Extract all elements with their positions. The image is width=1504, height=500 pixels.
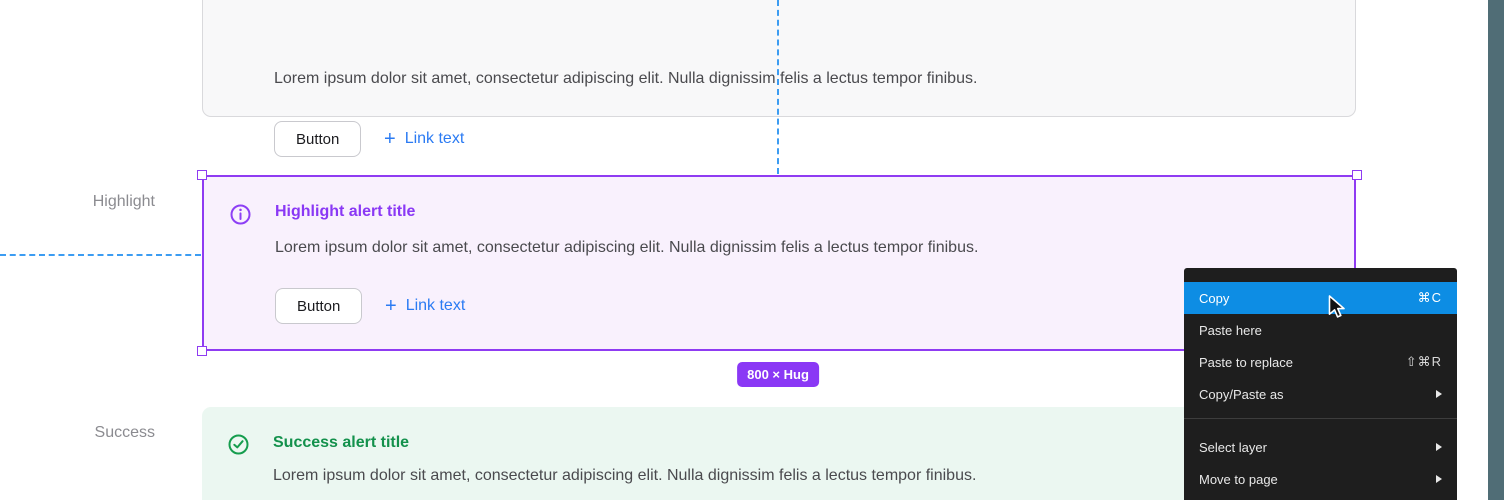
menu-item-copy[interactable]: Copy ⌘C (1184, 282, 1457, 314)
alert-body-text: Lorem ipsum dolor sit amet, consectetur … (275, 239, 979, 256)
menu-item-select-layer[interactable]: Select layer (1184, 431, 1457, 463)
plus-icon: + (384, 128, 396, 150)
link-label: Link text (404, 130, 465, 147)
check-circle-icon (228, 434, 249, 455)
shortcut-label: ⇧⌘R (1405, 354, 1442, 369)
shortcut-label: ⌘C (1417, 290, 1442, 305)
selection-handle-top-left[interactable] (197, 170, 207, 180)
alert-button[interactable]: Button (274, 121, 362, 157)
variant-label-highlight: Highlight (92, 193, 155, 210)
alert-link[interactable]: + Link text (385, 288, 465, 324)
menu-separator (1184, 418, 1457, 419)
alert-card-default[interactable]: Lorem ipsum dolor sit amet, consectetur … (202, 0, 1356, 157)
menu-item-move-to-page[interactable]: Move to page (1184, 463, 1457, 495)
variant-label-success: Success (94, 424, 155, 441)
menu-item-copy-paste-as[interactable]: Copy/Paste as (1184, 378, 1457, 410)
mouse-cursor-icon (1328, 295, 1352, 326)
selection-size-badge: 800 × Hug (737, 362, 819, 387)
submenu-arrow-icon (1436, 443, 1442, 451)
alert-card-highlight[interactable]: Highlight alert title Lorem ipsum dolor … (202, 175, 1356, 351)
menu-item-paste-to-replace[interactable]: Paste to replace ⇧⌘R (1199, 354, 1442, 370)
alert-card-success[interactable]: Success alert title Lorem ipsum dolor si… (202, 407, 1356, 500)
alignment-guide-vertical (777, 0, 779, 174)
canvas-edge-strip (1488, 0, 1504, 500)
alert-button[interactable]: Button (275, 288, 363, 324)
plus-icon: + (385, 295, 397, 317)
submenu-arrow-icon (1436, 390, 1442, 398)
info-icon (230, 204, 251, 225)
selection-handle-bottom-left[interactable] (197, 346, 207, 356)
menu-item-paste-here[interactable]: Paste here (1199, 322, 1262, 338)
submenu-arrow-icon (1436, 475, 1442, 483)
alert-title: Success alert title (273, 434, 410, 451)
link-label: Link text (405, 297, 466, 314)
alert-link[interactable]: + Link text (384, 121, 464, 157)
alignment-guide-horizontal (0, 254, 201, 256)
alert-body-text: Lorem ipsum dolor sit amet, consectetur … (274, 70, 978, 87)
alert-title: Highlight alert title (275, 203, 416, 220)
context-menu: Copy ⌘C Paste here Paste to replace ⇧⌘R … (1184, 268, 1457, 500)
alert-body-text: Lorem ipsum dolor sit amet, consectetur … (273, 467, 977, 484)
selection-handle-top-right[interactable] (1352, 170, 1362, 180)
